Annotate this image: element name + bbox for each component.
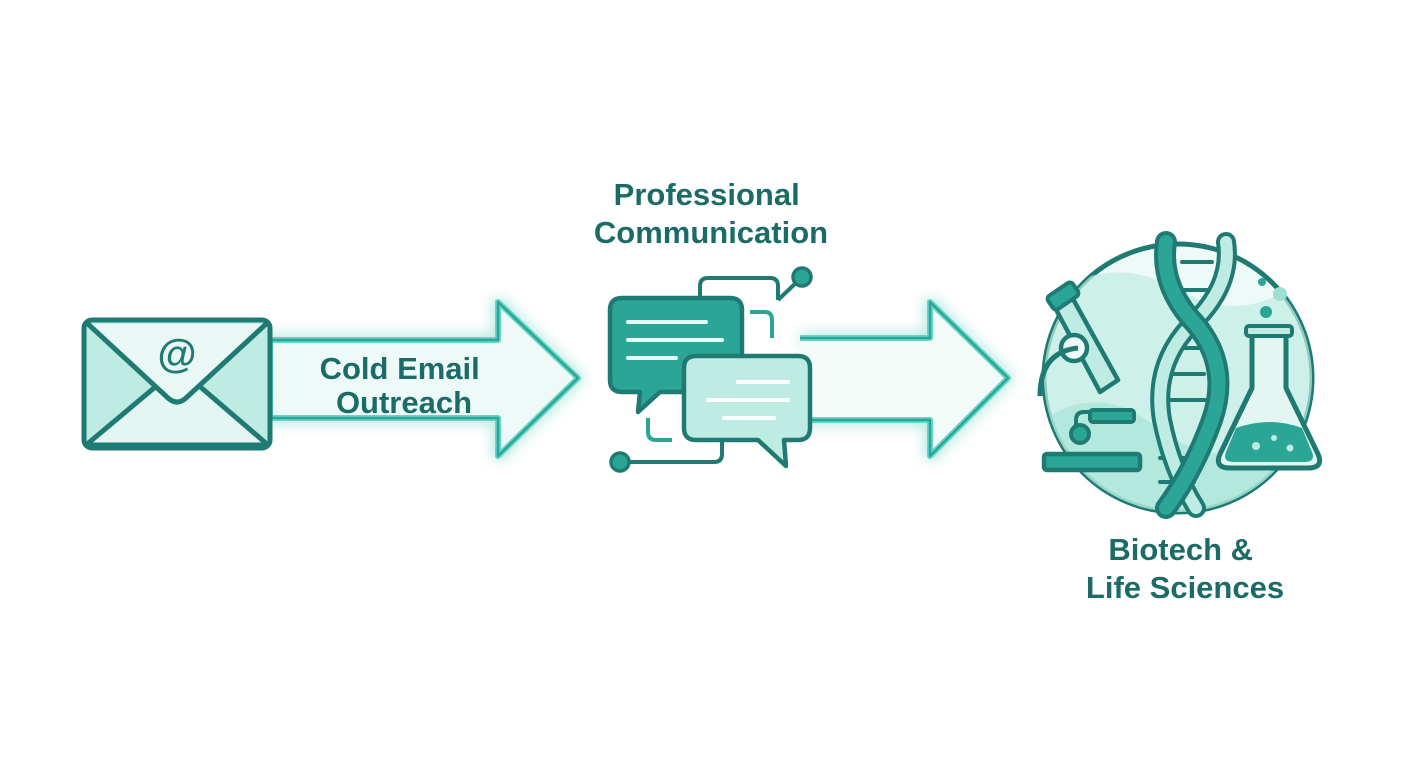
flow-label-line1: Cold Email <box>320 351 480 386</box>
at-symbol: @ <box>157 332 196 376</box>
destination-title: Biotech & Life Sciences <box>1086 532 1284 605</box>
communication-title: Professional Communication <box>594 177 828 250</box>
arrow-email-to-communication <box>267 299 581 459</box>
communication-title-line1: Professional <box>614 177 800 212</box>
communication-title-line2: Communication <box>594 215 828 250</box>
flow-label: Cold Email Outreach <box>320 351 489 420</box>
destination-title-line2: Life Sciences <box>1086 570 1284 605</box>
envelope-icon: @ <box>81 317 273 451</box>
chat-bubbles-icon <box>607 266 813 473</box>
destination-title-line1: Biotech & <box>1108 532 1253 567</box>
dna-helix-icon <box>1150 231 1237 519</box>
microscope-icon <box>1037 280 1143 473</box>
arrow-communication-to-biotech <box>800 299 1011 459</box>
flow-label-line2: Outreach <box>336 385 472 420</box>
flask-icon <box>1215 278 1323 471</box>
